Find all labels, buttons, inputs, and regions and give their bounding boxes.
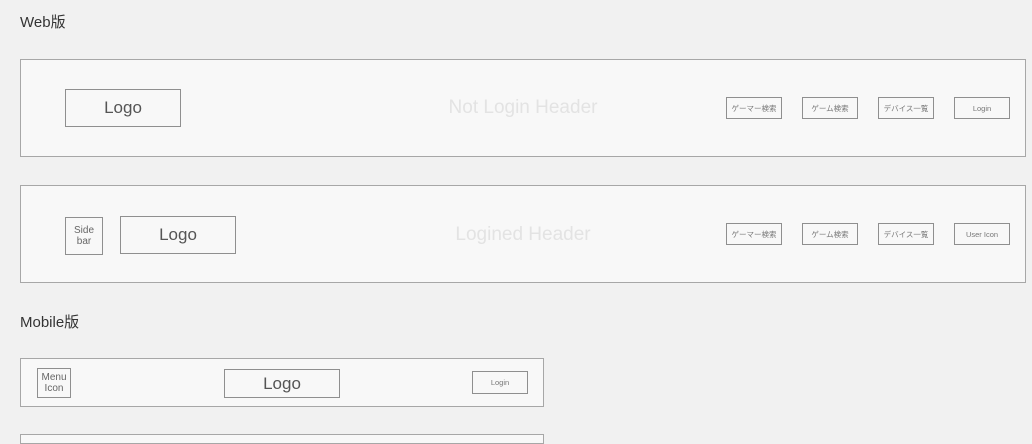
login-button[interactable]: Login xyxy=(954,97,1010,119)
sidebar-button[interactable]: Side bar xyxy=(65,217,103,255)
user-icon-button[interactable]: User Icon xyxy=(954,223,1010,245)
nav-gamer-search-button[interactable]: ゲーマー検索 xyxy=(726,97,782,119)
logo-box[interactable]: Logo xyxy=(224,369,340,398)
nav-game-search-button[interactable]: ゲーム検索 xyxy=(802,97,858,119)
login-button[interactable]: Login xyxy=(472,371,528,394)
mobile-section-title: Mobile版 xyxy=(20,314,80,331)
nav-gamer-search-button[interactable]: ゲーマー検索 xyxy=(726,223,782,245)
menu-icon-button[interactable]: Menu Icon xyxy=(37,368,71,398)
not-login-header-frame: Logo Not Login Header ゲーマー検索 ゲーム検索 デバイス一… xyxy=(20,59,1026,157)
logined-header-frame: Side bar Logo Logined Header ゲーマー検索 ゲーム検… xyxy=(20,185,1026,283)
header-label: Not Login Header xyxy=(448,97,598,118)
web-section-title: Web版 xyxy=(20,14,66,31)
logo-box[interactable]: Logo xyxy=(120,216,236,254)
nav-device-list-button[interactable]: デバイス一覧 xyxy=(878,223,934,245)
header-label: Logined Header xyxy=(455,224,591,245)
mobile-header-frame: Menu Icon Logo Login xyxy=(20,358,544,407)
nav-device-list-button[interactable]: デバイス一覧 xyxy=(878,97,934,119)
nav-game-search-button[interactable]: ゲーム検索 xyxy=(802,223,858,245)
logo-box[interactable]: Logo xyxy=(65,89,181,127)
